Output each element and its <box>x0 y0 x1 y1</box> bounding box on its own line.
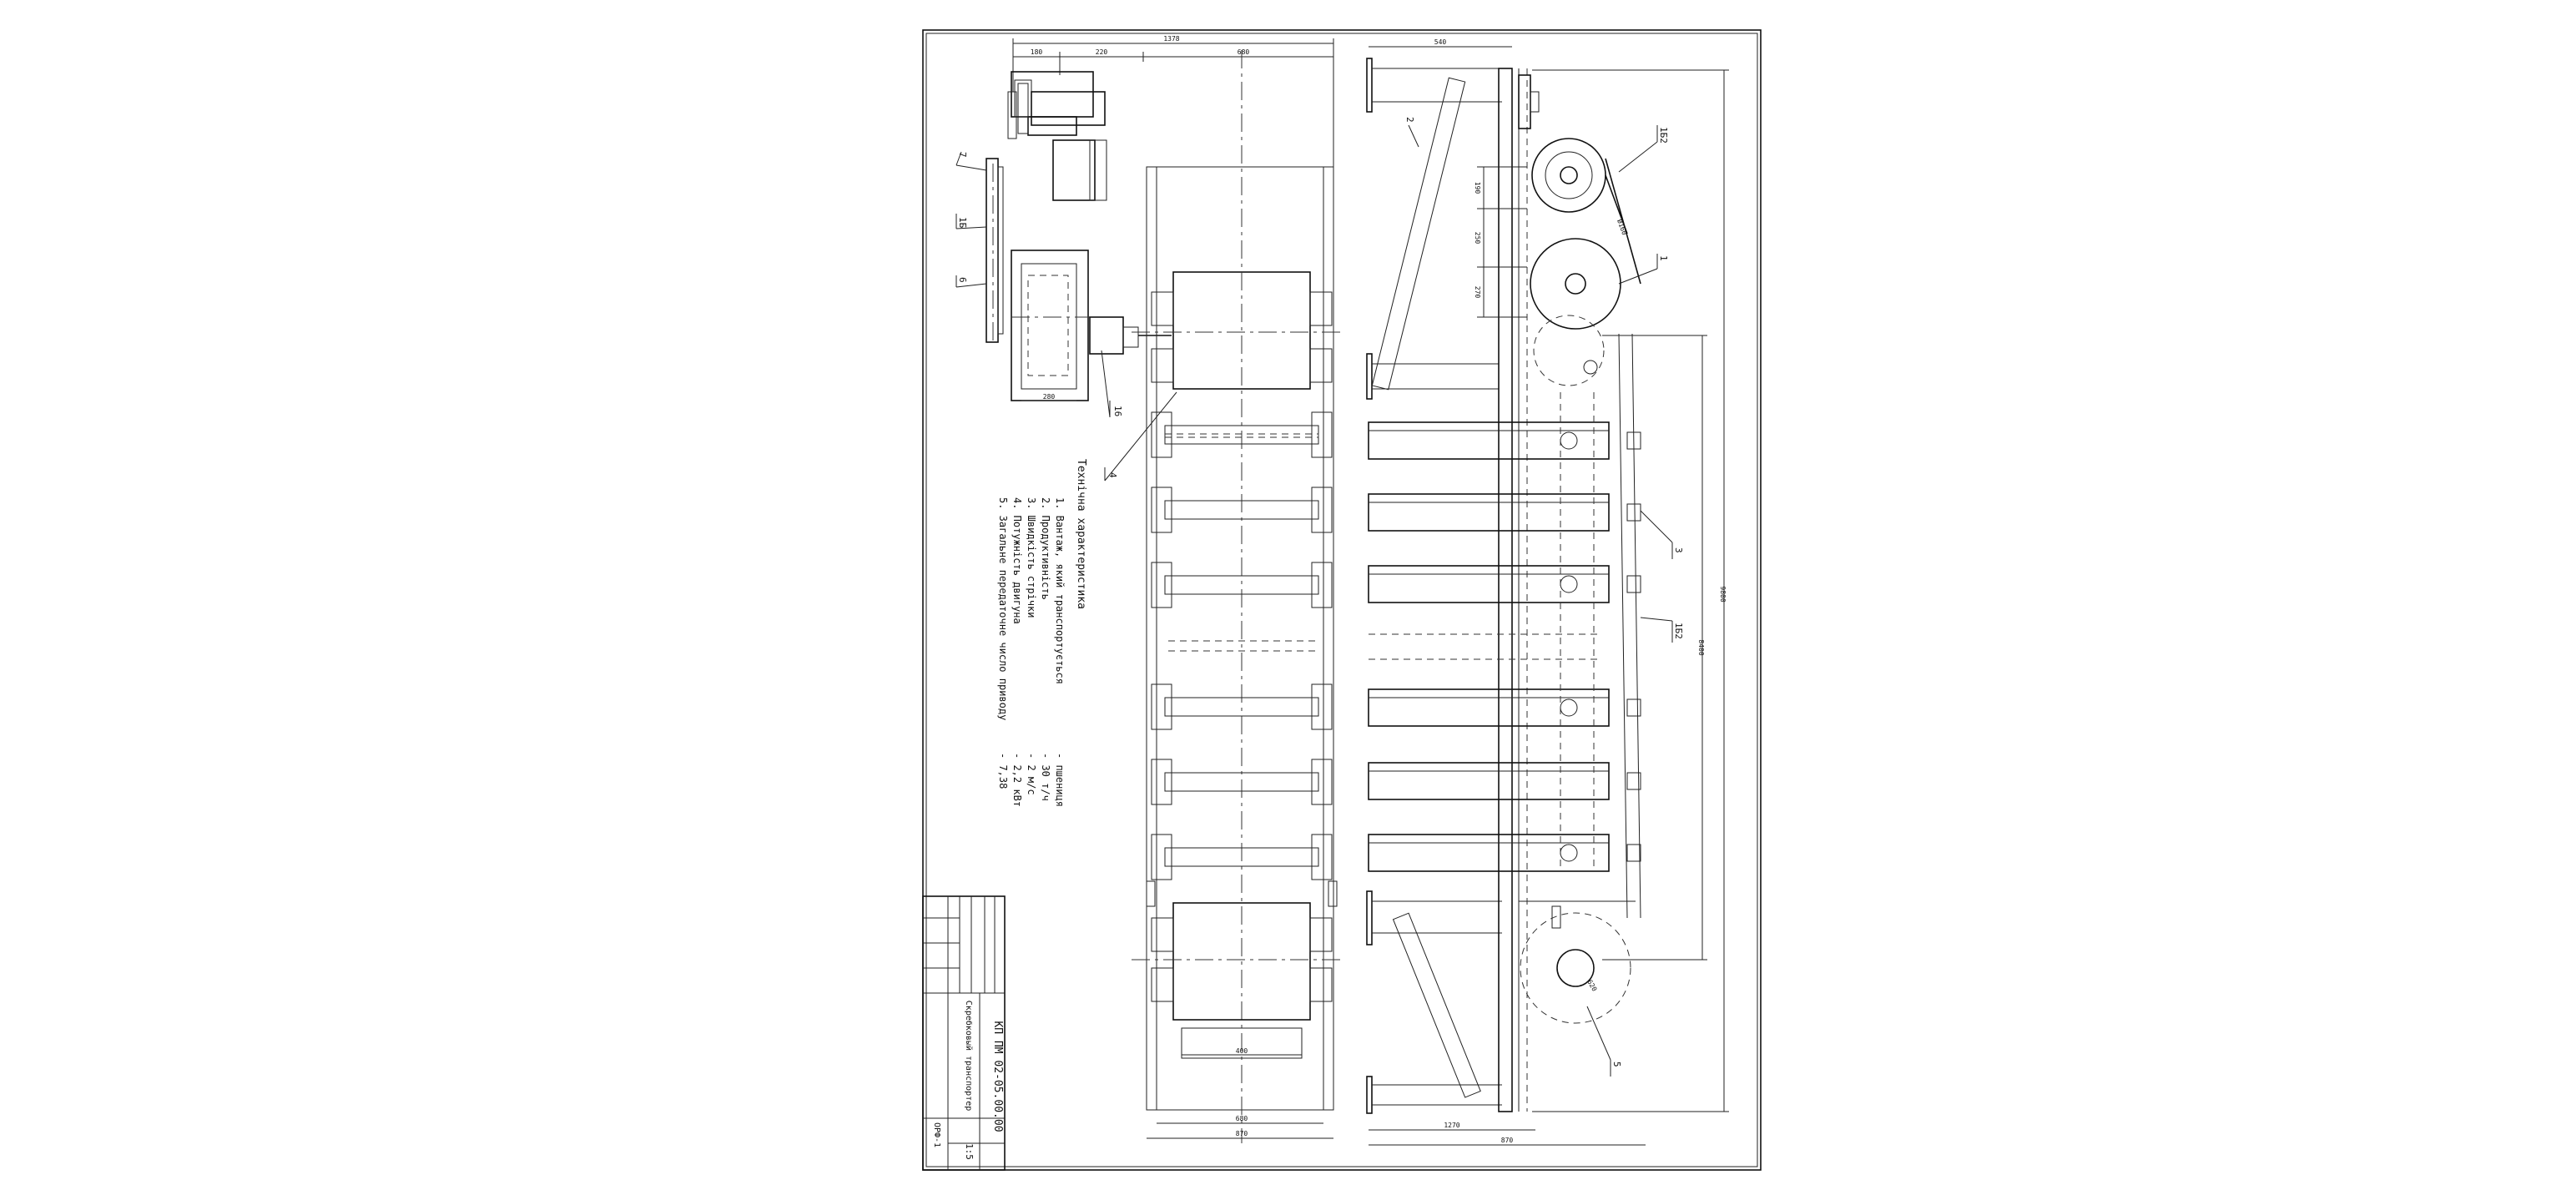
dim-top-3: 680 <box>1238 48 1250 56</box>
dim-top-1: 180 <box>1031 48 1043 56</box>
spec-1-value: - пшениця <box>1054 753 1066 807</box>
dim-right-overall: 9800 <box>1719 586 1727 602</box>
callout-2: 2 <box>1404 117 1415 123</box>
dim-v2: 250 <box>1474 232 1481 245</box>
spec-2-value: - 30 т/ч <box>1040 753 1051 801</box>
dim-right-top: 540 <box>1434 38 1447 46</box>
callout-6: 6 <box>957 277 968 283</box>
drawing-scale: 1:5 <box>964 1143 975 1160</box>
spec-4-value: - 2,2 кВт <box>1011 753 1023 807</box>
dim-bottom-2: 870 <box>1236 1130 1248 1137</box>
spec-3-value: - 2 м/с <box>1026 753 1037 795</box>
coupling <box>1089 316 1124 355</box>
spec-5-label: 5. Загальне передаточне число приводу <box>997 497 1009 720</box>
drive-assembly: 1378 180 220 680 280 7 1Б <box>955 35 1334 418</box>
dim-top-2: 220 <box>1096 48 1108 56</box>
conveyor-plan-view: 400 680 870 4 <box>1104 50 1343 1143</box>
callout-1b2-mid: 1Б2 <box>1673 623 1684 639</box>
chain-buckets <box>1368 333 1641 919</box>
tail-drum <box>1172 902 1311 1021</box>
brace-upper <box>1371 77 1466 391</box>
tech-specs: Технічна характеристика 1. Вантаж, який … <box>997 459 1087 807</box>
sheet-inner-border <box>925 33 1758 1167</box>
callout-4: 4 <box>1107 472 1118 478</box>
spec-4-label: 4. Потужність двигуна <box>1011 497 1023 624</box>
idler-stations <box>1151 411 1333 880</box>
drawing-code: КП ПМ 02-05.00.00 <box>991 1021 1004 1132</box>
dim-gear: 280 <box>1043 393 1056 401</box>
pulley-top <box>1531 138 1606 213</box>
spec-3-label: 3. Швидкість стрічки <box>1026 497 1037 618</box>
drawing-name: Скребковый транспортер <box>964 1001 974 1111</box>
callout-1: 1 <box>1658 255 1669 261</box>
dim-bottom-3: 620 <box>1585 979 1598 993</box>
sheet-label: ОРФ-1 <box>932 1122 941 1147</box>
callout-1b2-top: 1Б2 <box>1658 127 1669 144</box>
tail-sprocket <box>1520 912 1631 1024</box>
dim-v1: 190 <box>1474 182 1481 194</box>
title-block: КП ПМ 02-05.00.00 Скребковый транспортер… <box>922 895 1006 1171</box>
dim-r1: Ø160 <box>1616 218 1629 236</box>
dim-drum: 400 <box>1236 1047 1248 1055</box>
callout-16: 16 <box>1112 406 1123 416</box>
spec-5-value: - 7,38 <box>997 753 1009 789</box>
callout-7: 7 <box>957 152 968 158</box>
callout-5: 5 <box>1611 1061 1622 1067</box>
casing <box>1498 68 1513 1112</box>
conveyor-side-view: 540 190 250 270 <box>1366 38 1729 1146</box>
specs-title: Технічна характеристика <box>1075 459 1087 609</box>
motor-flange <box>1011 71 1094 118</box>
callout-3: 3 <box>1673 547 1684 553</box>
sheet-border <box>922 29 1762 1171</box>
dim-right-inner: 8400 <box>1697 639 1705 655</box>
dim-bottom-1: 680 <box>1236 1115 1248 1122</box>
motor-body <box>1052 139 1096 201</box>
spec-2-label: 2. Продуктивність <box>1040 497 1051 600</box>
brace-lower <box>1392 912 1481 1098</box>
dim-v3: 270 <box>1474 286 1481 299</box>
drive-pulley <box>1530 238 1621 330</box>
dim-top-overall: 1378 <box>1163 35 1179 43</box>
spec-1-label: 1. Вантаж, який транспортується <box>1054 497 1066 684</box>
dim-bottom-4: 1270 <box>1444 1122 1459 1129</box>
pulley-1 <box>986 158 999 343</box>
dim-bottom-5: 870 <box>1501 1137 1514 1144</box>
callout-1b: 1Б <box>957 217 968 229</box>
